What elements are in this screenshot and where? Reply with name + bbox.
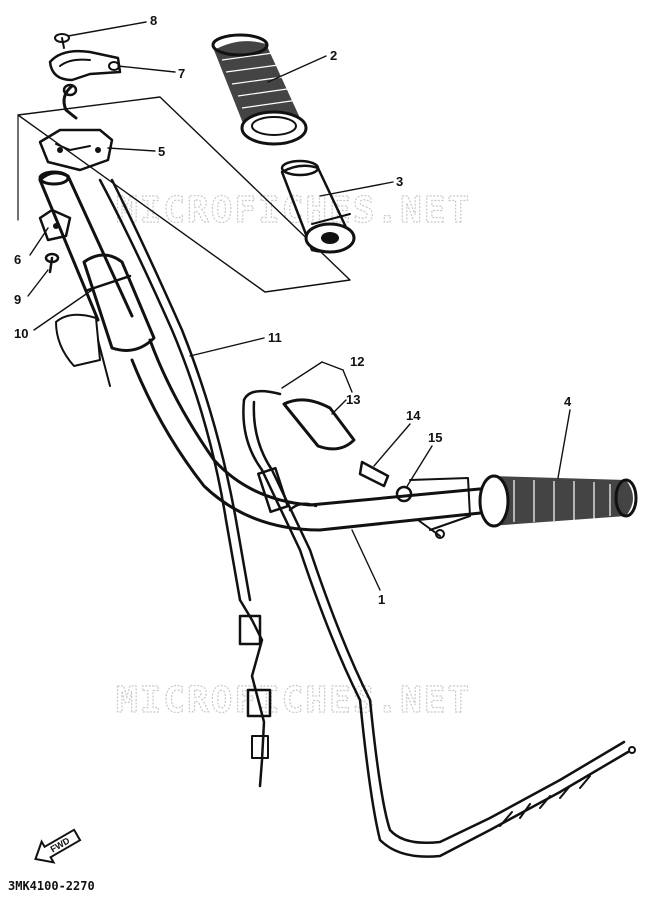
callout-10: 10: [14, 326, 28, 341]
callout-6: 6: [14, 252, 21, 267]
part-bolt-small: [44, 252, 60, 274]
callout-13: 13: [346, 392, 360, 407]
leader-lines: [27, 21, 571, 591]
part-cables: [98, 178, 636, 858]
callout-4: 4: [564, 394, 572, 409]
part-screw-top: [54, 33, 70, 49]
callout-11: 11: [268, 330, 282, 345]
throttle-group-outline: [17, 96, 351, 293]
part-grip-right-top: [211, 33, 308, 146]
callout-7: 7: [178, 66, 185, 81]
callouts: 8 7 2 5 3 6 9 10 11 12 13 14 15 4 1: [14, 13, 572, 607]
part-throttle-housing: [38, 128, 114, 172]
part-lever-assembly: [242, 389, 445, 539]
callout-8: 8: [150, 13, 157, 28]
part-grip-right: [409, 474, 638, 531]
fwd-arrow: FWD: [34, 828, 82, 864]
part-throttle-cap: [48, 49, 122, 82]
callout-5: 5: [158, 144, 165, 159]
callout-9: 9: [14, 292, 21, 307]
part-handlebar-left: [38, 170, 156, 387]
part-throttle-tube: [280, 159, 356, 254]
callout-15: 15: [428, 430, 442, 445]
callout-1: 1: [378, 592, 385, 607]
callout-14: 14: [406, 408, 421, 423]
callout-3: 3: [396, 174, 403, 189]
callout-2: 2: [330, 48, 337, 63]
callout-12: 12: [350, 354, 364, 369]
part-clamp-small: [38, 208, 72, 242]
watermark-bottom: MICROFICHES.NET: [116, 680, 471, 721]
part-cable-head-upper: [62, 83, 78, 120]
part-code: 3MK4100-2270: [8, 879, 95, 893]
